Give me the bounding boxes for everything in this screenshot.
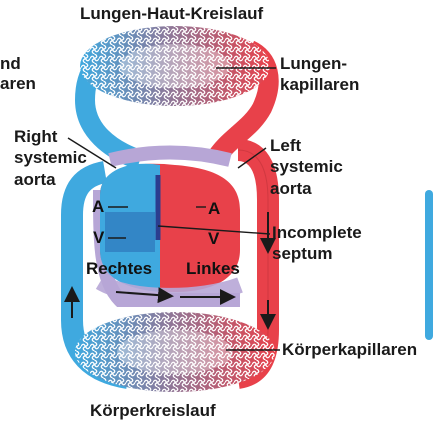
title-koerperkreislauf: Körperkreislauf <box>90 401 216 420</box>
title-lungen-haut-kreislauf: Lungen-Haut-Kreislauf <box>80 4 264 23</box>
clipped-label-line2: aren <box>0 74 36 93</box>
lungenkapillaren-label-line1: Lungen- <box>280 54 348 73</box>
right-aorta-label-line2: systemic <box>14 148 87 167</box>
mixed-aorta-vessel <box>108 145 232 167</box>
linkes-label: Linkes <box>186 259 240 278</box>
septum-label-line2: septum <box>272 244 333 263</box>
ventricle-left-label: V <box>208 229 220 248</box>
leader-right-aorta <box>67 137 117 169</box>
atrium-right-label: A <box>92 197 105 216</box>
clipped-label-line1: nd <box>0 54 21 73</box>
left-aorta-label-line2: systemic <box>270 157 343 176</box>
atrium-left-label: A <box>208 199 221 218</box>
left-aorta-label-line1: Left <box>270 136 302 155</box>
lungenkapillaren-label-line2: kapillaren <box>280 75 360 94</box>
right-aorta-label-line3: aorta <box>14 170 56 189</box>
septum-label-line1: Incomplete <box>272 223 362 242</box>
right-aorta-label-line1: Right <box>14 127 58 146</box>
leader-left-aorta <box>237 147 267 169</box>
leader-septum <box>157 225 271 235</box>
left-aorta-label-line3: aorta <box>270 179 312 198</box>
koerperkapillaren-label: Körperkapillaren <box>282 340 418 359</box>
ventricle-right-label: V <box>93 228 105 247</box>
rechtes-label: Rechtes <box>86 259 153 278</box>
